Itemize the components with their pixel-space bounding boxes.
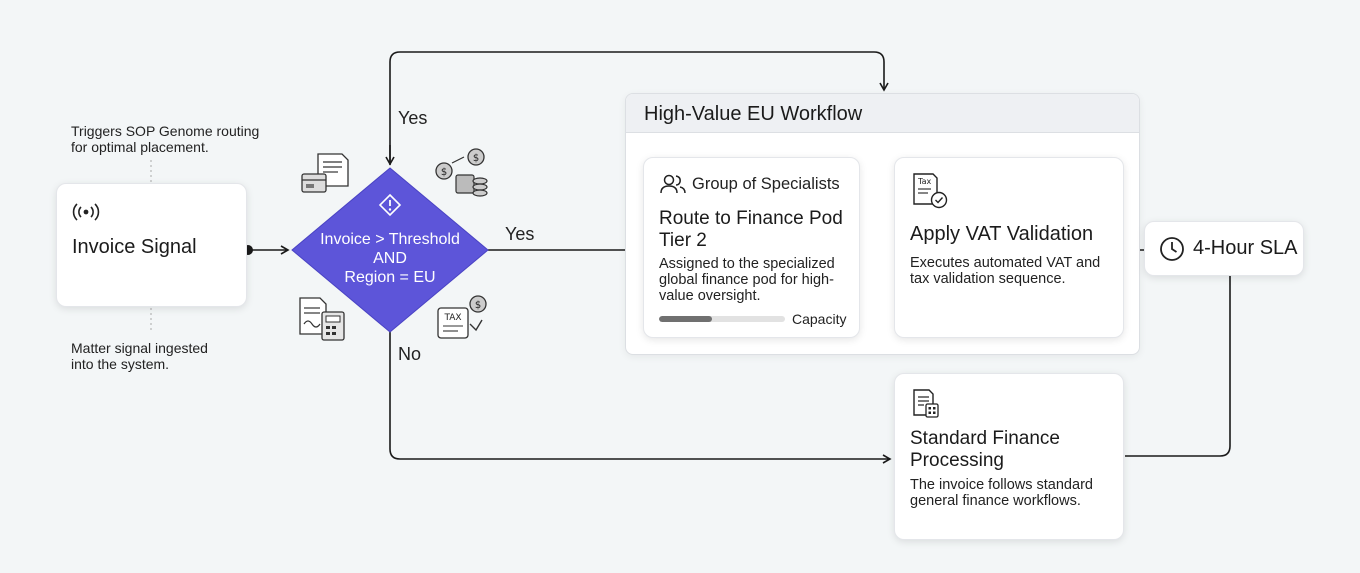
- standard-finance-card[interactable]: Standard Finance Processing The invoice …: [894, 373, 1124, 540]
- capacity-label: Capacity: [792, 311, 847, 327]
- yes-right-label: Yes: [505, 224, 535, 244]
- no-label: No: [398, 344, 422, 364]
- tax-check-icon: Tax: [913, 173, 948, 209]
- tax-icon-text: Tax: [917, 177, 931, 186]
- sla-label: 4-Hour SLA: [1193, 237, 1298, 259]
- calculator-document-icon: [299, 297, 345, 341]
- alert-icon: [378, 193, 402, 217]
- decision-line-2: AND: [373, 250, 407, 267]
- decision-line-3: Region = EU: [344, 269, 436, 286]
- standard-to-sla-connector: [1125, 276, 1231, 457]
- decision-line-1: Invoice > Threshold: [320, 231, 460, 248]
- vat-validation-card[interactable]: Tax Apply VAT Validation Executes automa…: [894, 157, 1124, 338]
- decision-condition: Invoice > Threshold AND Region = EU: [300, 230, 480, 287]
- no-branch-connector: [389, 332, 892, 464]
- signal-note: Matter signal ingested into the system.: [71, 340, 208, 372]
- finance-pod-card[interactable]: Group of Specialists Route to Finance Po…: [643, 157, 860, 338]
- svg-text:$: $: [441, 167, 447, 178]
- svg-text:$: $: [475, 300, 481, 311]
- svg-text:$: $: [473, 153, 479, 164]
- invoice-document-icon: [301, 153, 349, 193]
- invoice-signal-node[interactable]: Invoice Signal: [56, 183, 247, 307]
- finance-pod-description: Assigned to the specialized global finan…: [659, 256, 835, 304]
- users-icon: [660, 174, 686, 194]
- standard-finance-description: The invoice follows standard general fin…: [910, 477, 1093, 509]
- vat-validation-description: Executes automated VAT and tax validatio…: [910, 255, 1101, 287]
- specialists-header: Group of Specialists: [692, 175, 840, 193]
- capacity-bar: [659, 316, 785, 322]
- currency-exchange-icon: $ $: [435, 148, 488, 197]
- triggers-note: Triggers SOP Genome routing for optimal …: [71, 123, 260, 155]
- calculator-list-icon: [913, 389, 939, 418]
- finance-pod-title: Route to Finance Pod Tier 2: [659, 208, 843, 251]
- workflow-group-title: High-Value EU Workflow: [644, 103, 863, 125]
- sla-node[interactable]: 4-Hour SLA: [1144, 221, 1304, 276]
- yes-top-label: Yes: [398, 108, 428, 128]
- decision-diamond: [291, 167, 489, 333]
- vat-validation-title: Apply VAT Validation: [910, 223, 1094, 245]
- standard-finance-title: Standard Finance Processing: [910, 428, 1060, 471]
- broadcast-icon: [72, 203, 100, 221]
- capacity-bar-fill: [659, 316, 712, 322]
- yes-loop-connector: [389, 51, 889, 165]
- svg-text:TAX: TAX: [443, 313, 461, 323]
- clock-icon: [1160, 237, 1184, 261]
- workflow-group-header: High-Value EU Workflow: [626, 94, 1139, 133]
- invoice-signal-title: Invoice Signal: [72, 236, 197, 258]
- tax-receipt-icon: $ TAX: [437, 295, 487, 339]
